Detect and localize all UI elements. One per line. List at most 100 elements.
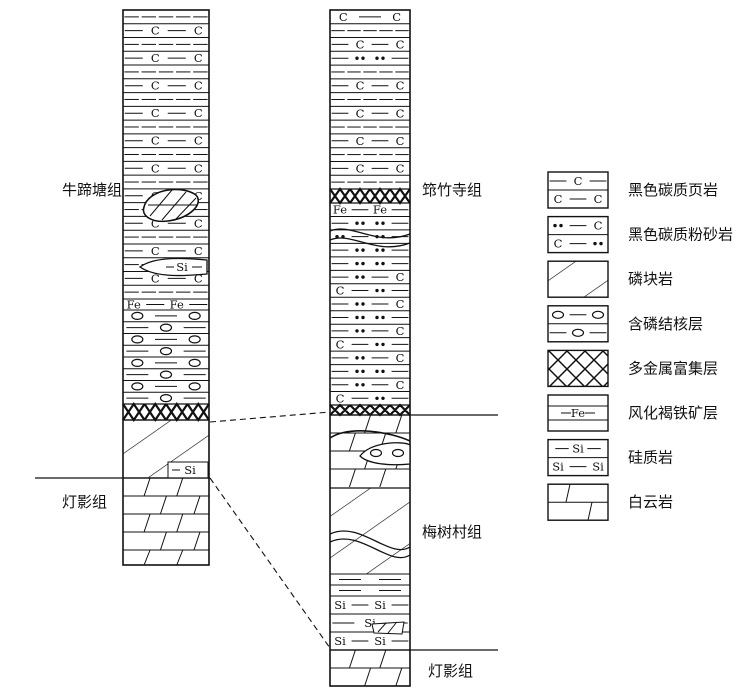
silt-dot	[355, 356, 359, 360]
label-meishucun: 梅树村组	[422, 523, 482, 541]
dolomite-joint	[193, 531, 201, 551]
mineral-symbol: C	[396, 324, 405, 338]
silt-dot	[381, 261, 385, 266]
mineral-symbol: C	[151, 51, 160, 65]
phosphate-nodule	[591, 310, 605, 319]
silt-dot	[355, 315, 359, 320]
silt-dot	[375, 56, 379, 60]
silt-dot	[355, 329, 359, 333]
dolomite-joint	[176, 549, 184, 566]
mineral-symbol: C	[396, 378, 405, 392]
mineral-symbol: C	[194, 161, 203, 175]
silt-dot	[381, 369, 385, 374]
silt-dot	[361, 261, 365, 266]
phosphate-nodule	[188, 358, 201, 367]
mineral-symbol: C	[594, 192, 603, 206]
silt-dot	[375, 342, 379, 347]
mineral-symbol: C	[356, 106, 365, 120]
mineral-symbol: Si	[176, 260, 188, 274]
legend-swatch	[547, 483, 609, 521]
silt-dot	[361, 56, 365, 60]
dolomite-joint	[193, 495, 201, 515]
mineral-symbol: C	[336, 391, 345, 405]
mineral-symbol: C	[336, 337, 345, 351]
mineral-symbol: C	[396, 270, 405, 284]
lens-hatch	[149, 189, 197, 221]
mineral-symbol: Fe	[373, 203, 387, 217]
mineral-symbol: C	[339, 10, 348, 24]
legend-swatch	[547, 171, 609, 209]
mineral-symbol: Si	[334, 634, 346, 648]
silt-dot	[361, 356, 365, 360]
dolomite-joint	[143, 513, 151, 533]
phosphate-nodule	[188, 311, 201, 320]
dolomite-joint	[364, 667, 372, 687]
legend-item-phosphorite: 磷块岩	[547, 260, 673, 298]
mineral-symbol: C	[194, 106, 203, 120]
mineral-symbol: Si	[374, 634, 386, 648]
silt-dot	[355, 275, 359, 279]
phosphate-nodule	[131, 358, 144, 367]
silt-dot	[553, 223, 557, 228]
silt-dot	[355, 56, 359, 60]
label-dengying-left: 灯影组	[62, 493, 107, 511]
phosphate-nodule	[571, 328, 585, 337]
dolomite-joint	[176, 513, 184, 533]
silt-dot	[381, 396, 385, 400]
correlation-dash-bottom	[209, 477, 331, 649]
dolomite-joint	[143, 549, 151, 566]
mineral-symbol: C	[194, 79, 203, 93]
mineral-symbol: C	[392, 10, 401, 24]
formation-labels: 牛蹄塘组 灯影组 筇竹寺组 梅树村组 灯影组	[62, 181, 482, 680]
phosphate-nodule	[551, 310, 565, 319]
phosphorite-fill	[548, 261, 608, 298]
silt-dot	[361, 302, 365, 306]
label-dengying-right: 灯影组	[428, 662, 473, 680]
mineral-symbol: C	[194, 189, 203, 203]
legend-label: 白云岩	[628, 493, 673, 511]
phosphate-nodule	[159, 394, 173, 403]
mineral-symbol: Si	[592, 460, 604, 474]
wavy-band	[329, 228, 411, 239]
legend-item-dolomite: 白云岩	[547, 483, 673, 521]
mineral-symbol: Fe	[127, 298, 141, 312]
legend-item-phosphate-nodule: 含磷结核层	[547, 305, 703, 343]
legend-swatch	[547, 260, 609, 298]
mineral-symbol: C	[151, 216, 160, 230]
silt-dot	[355, 302, 359, 306]
silt-dot	[355, 369, 359, 374]
geology-columns: CCCCCCCCCCCCCCCCCCCCFeFeSiSi CCCCCCCCCCC…	[122, 9, 411, 687]
column-outline	[122, 9, 210, 566]
mineral-symbol: C	[396, 79, 405, 93]
silt-dot	[361, 275, 365, 279]
phosphate-nodule	[131, 382, 144, 391]
dolomite-joint	[395, 414, 403, 434]
mineral-symbol: C	[194, 24, 203, 38]
mineral-symbol: C	[594, 219, 603, 233]
mineral-symbol: C	[396, 161, 405, 175]
label-jiaozhusi: 筇竹寺组	[422, 181, 482, 199]
legend-label: 多金属富集层	[628, 359, 718, 377]
mineral-symbol: Si	[184, 463, 196, 477]
silt-dot	[599, 241, 603, 246]
mineral-symbol: C	[554, 237, 563, 251]
dolomite-joint	[143, 477, 151, 497]
polymetallic-fill	[548, 350, 608, 387]
mineral-symbol: C	[574, 174, 583, 188]
mineral-symbol: C	[151, 134, 160, 148]
legend-label: 含磷结核层	[628, 315, 703, 333]
silt-dot	[381, 342, 385, 347]
wavy-band	[329, 530, 411, 551]
mineral-symbol: C	[151, 244, 160, 258]
silt-dot	[355, 383, 359, 387]
polymetallic-mark	[329, 403, 411, 417]
dolomite-joint	[159, 495, 167, 515]
lens-hatch	[387, 622, 397, 634]
silt-dot	[355, 221, 359, 225]
legend-swatch	[547, 438, 609, 477]
mineral-symbol: C	[396, 37, 405, 51]
phosphate-nodule	[159, 323, 173, 332]
